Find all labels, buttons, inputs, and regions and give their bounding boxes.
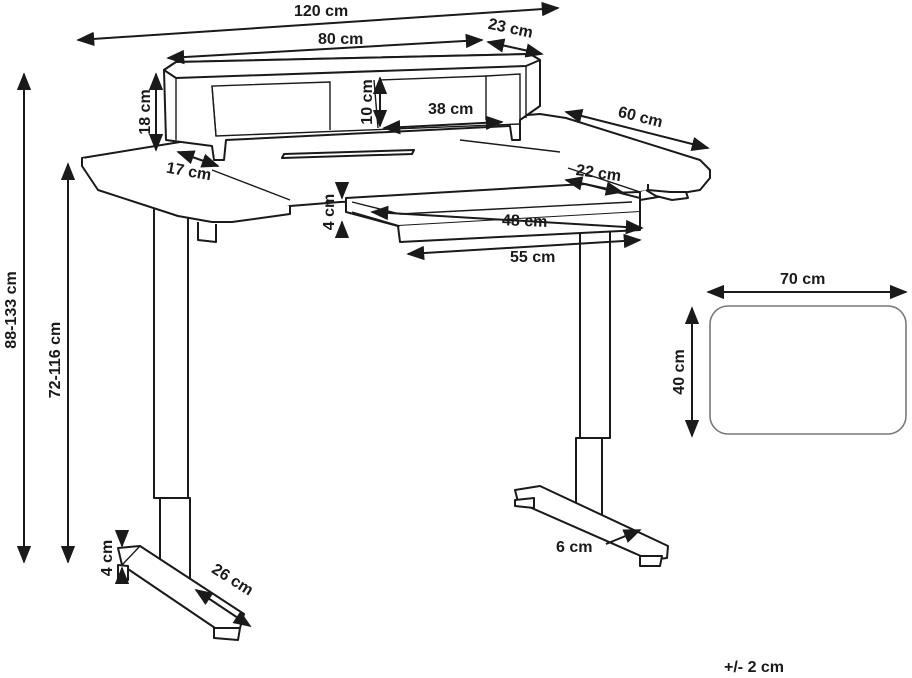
dimension-lines [16, 1, 908, 627]
right-leg [514, 227, 669, 567]
label-total-height: 88-133 cm [3, 271, 20, 348]
label-shelf-depth: 23 cm [486, 16, 534, 42]
tolerance-note: +/- 2 cm [724, 659, 784, 676]
label-drawer-width: 55 cm [510, 249, 555, 266]
label-shelf-compartment: 38 cm [428, 101, 473, 118]
label-drawer-inner-width: 48 cm [502, 212, 548, 231]
label-drawer-depth: 22 cm [575, 162, 622, 185]
label-shelf-inner-height: 10 cm [359, 79, 376, 124]
label-mat-width: 70 cm [780, 271, 825, 288]
label-mat-depth: 40 cm [671, 349, 688, 394]
label-foot-height: 4 cm [99, 540, 116, 576]
label-desk-height: 72-116 cm [47, 322, 64, 399]
desk-mat [709, 305, 907, 435]
label-drawer-height: 4 cm [321, 194, 338, 230]
label-shelf-width: 80 cm [318, 31, 363, 48]
label-leg-width: 6 cm [556, 539, 592, 556]
label-total-width: 120 cm [294, 3, 348, 20]
left-leg [117, 199, 245, 641]
label-shelf-height: 18 cm [137, 89, 154, 134]
label-foot-width: 26 cm [209, 561, 256, 599]
